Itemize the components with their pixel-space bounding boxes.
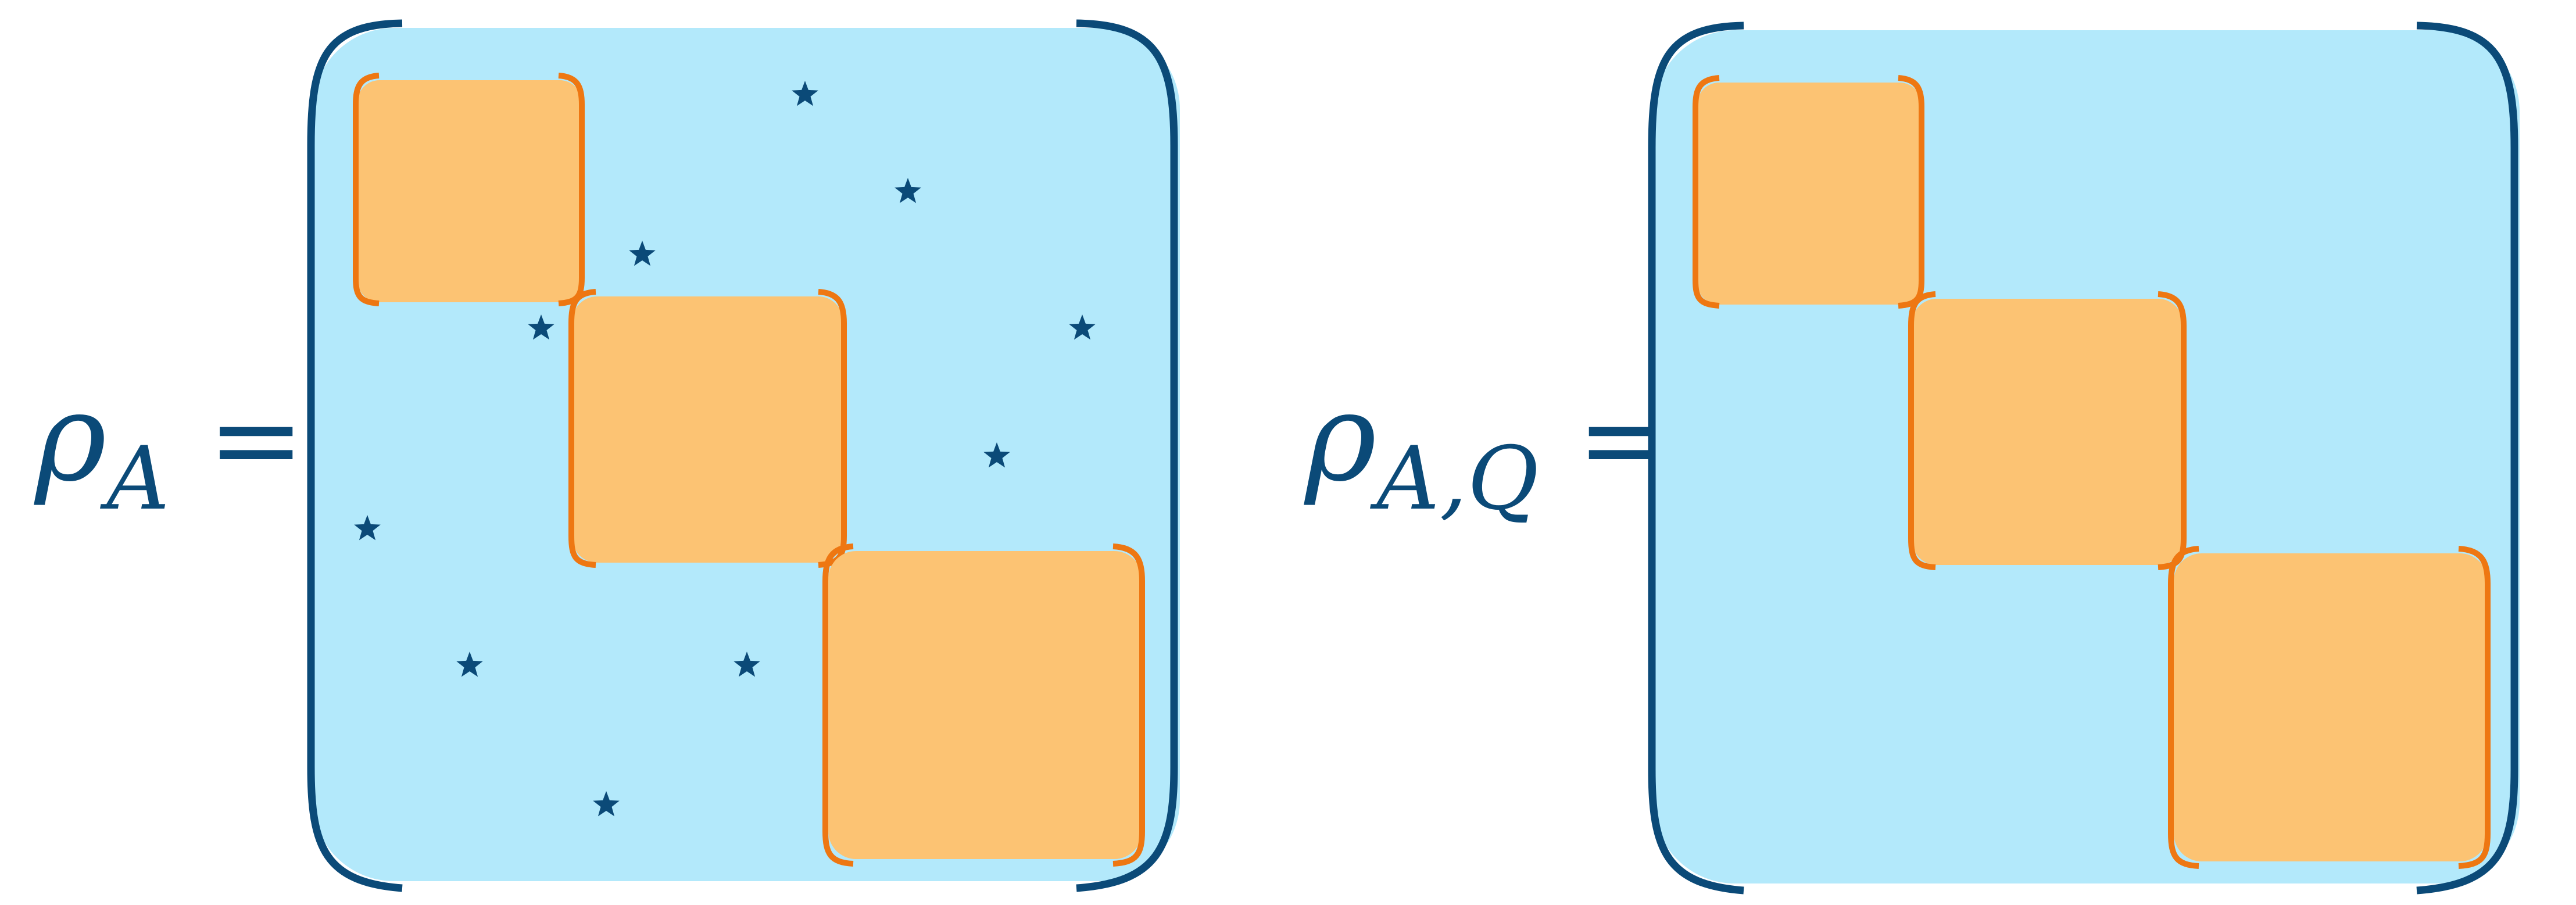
block-2-right-bracket (818, 289, 847, 568)
star-marker-icon (734, 652, 760, 677)
block-1-left-bracket (353, 73, 380, 306)
block-3-left-bracket (2168, 546, 2199, 869)
rho-symbol: ρ (35, 366, 107, 509)
equals-sign: = (207, 372, 305, 507)
star-marker-icon (629, 241, 656, 266)
diagonal-block-3 (828, 551, 1142, 859)
star-marker-icon (528, 314, 554, 340)
rho-subscript: A,Q (1376, 428, 1539, 530)
block-2-left-bracket (568, 289, 596, 568)
block-3-left-bracket (822, 543, 854, 867)
star-marker-icon (593, 791, 620, 817)
diagonal-block-1 (357, 80, 582, 302)
star-marker-icon (792, 81, 818, 106)
star-marker-icon (983, 442, 1010, 468)
diagonal-block-3 (2174, 553, 2488, 861)
matrix-rho-aq (1648, 22, 2520, 895)
diagonal-block-1 (1697, 83, 1922, 305)
diagonal-block-2 (1912, 299, 2183, 565)
off-diagonal-stars (354, 81, 1096, 817)
rho-subscript: A (106, 428, 170, 530)
rho-symbol: ρ (1305, 366, 1377, 509)
star-marker-icon (895, 178, 921, 203)
matrix-left-bracket (1648, 22, 1744, 895)
star-marker-icon (456, 652, 483, 677)
rho-a-label: ρA = (35, 366, 305, 530)
matrix-left-bracket (307, 19, 403, 892)
block-3-right-bracket (1112, 543, 1145, 867)
matrix-right-bracket (1076, 19, 1178, 892)
star-marker-icon (354, 515, 381, 541)
matrix-right-bracket (2416, 22, 2518, 895)
block-2-left-bracket (1908, 291, 1936, 570)
star-marker-icon (1069, 314, 1096, 340)
matrix-rho-a (307, 19, 1180, 892)
diagonal-block-2 (573, 296, 843, 563)
block-3-right-bracket (2458, 546, 2491, 869)
block-1-left-bracket (1693, 75, 1720, 309)
